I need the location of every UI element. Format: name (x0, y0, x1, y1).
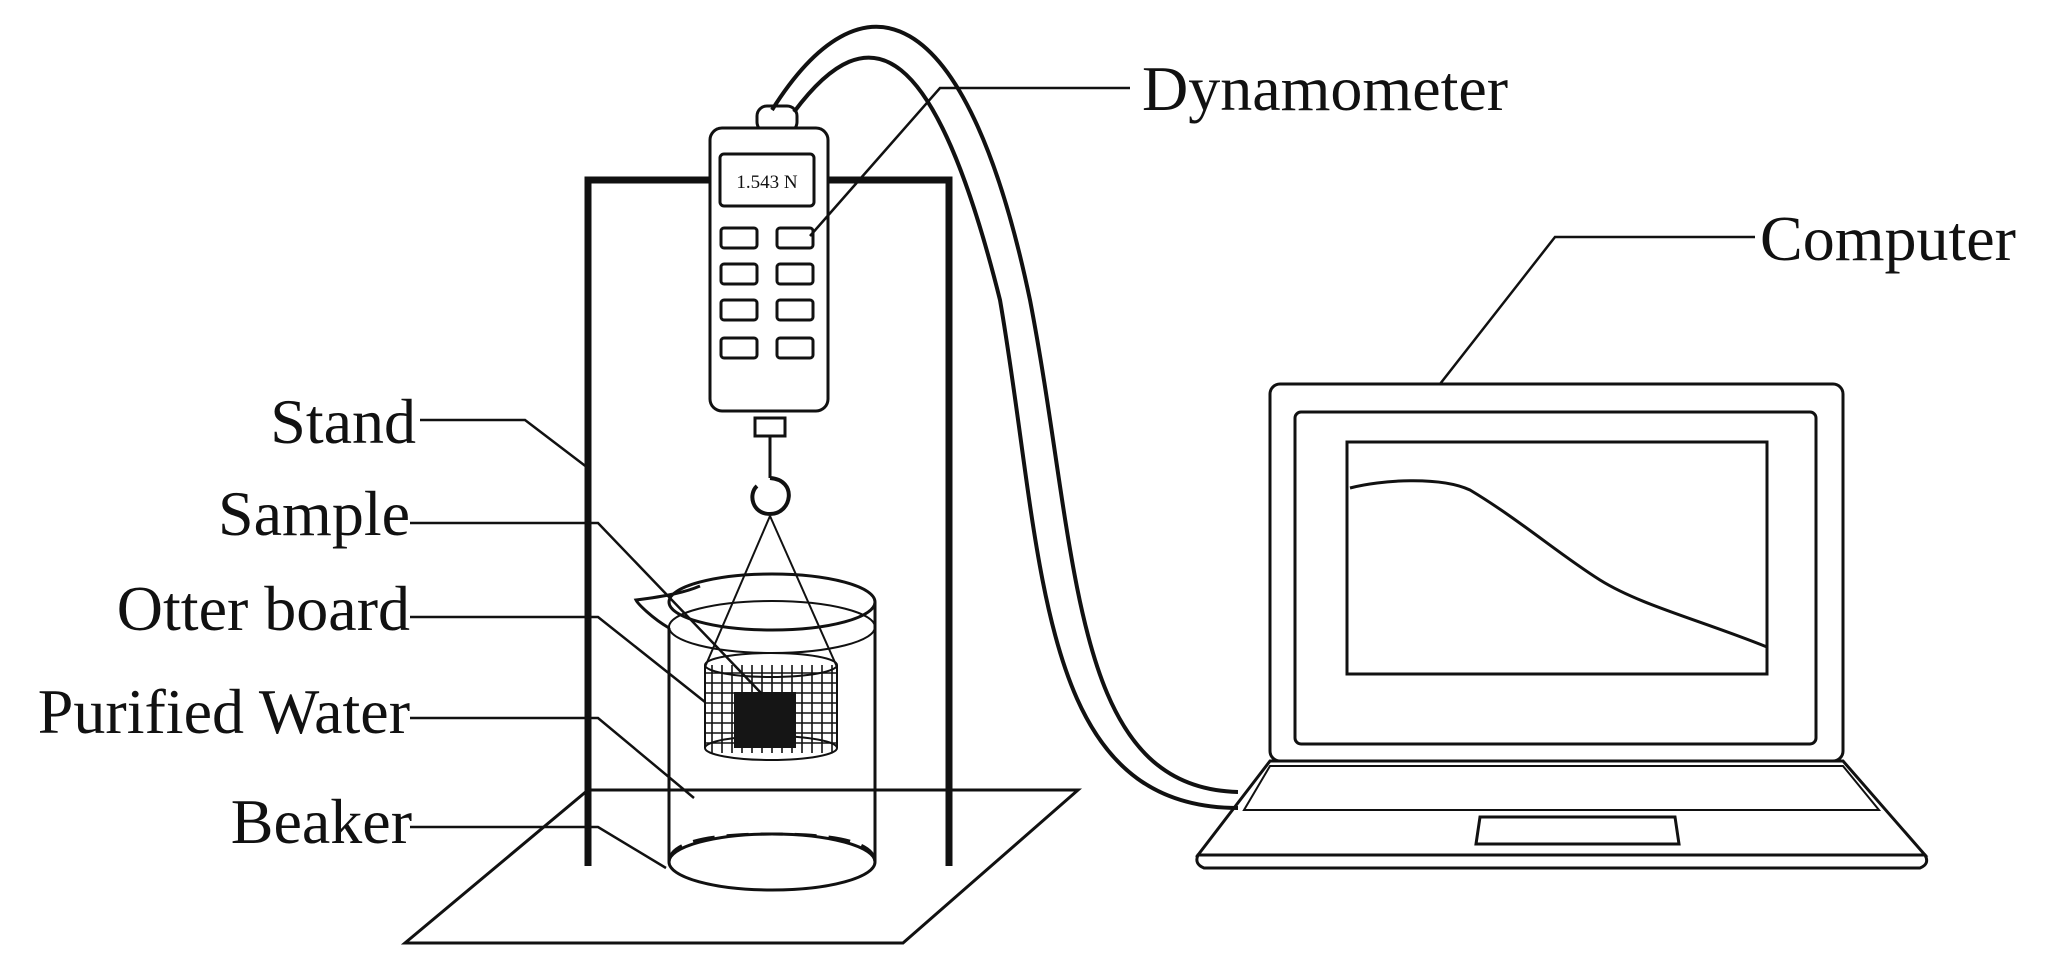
leader-otter-board (410, 615, 706, 703)
leader-sample (410, 521, 763, 695)
leader-beaker (410, 825, 667, 870)
label-otter-board: Otter board (117, 573, 410, 644)
suspension-strings (704, 515, 838, 668)
dynamometer-display (718, 152, 816, 208)
label-dynamometer: Dynamometer (1142, 53, 1508, 124)
label-beaker: Beaker (231, 786, 412, 857)
leader-computer (1439, 235, 1755, 385)
screen-curve (1349, 479, 1768, 649)
label-stand: Stand (270, 386, 416, 457)
dynamometer-hook (750, 416, 791, 517)
dynamometer-buttons (719, 226, 815, 360)
dynamometer-reading: 1.543 N (736, 172, 798, 193)
beaker (633, 572, 877, 892)
base-plate (400, 788, 1082, 945)
leader-dynamometer (809, 86, 1130, 237)
leader-lines (410, 86, 1755, 870)
computer (1194, 382, 1929, 870)
label-purified-water: Purified Water (38, 676, 410, 747)
dynamometer: 1.543 N (708, 104, 830, 413)
label-sample: Sample (218, 478, 410, 549)
label-computer: Computer (1760, 203, 2016, 274)
sample-block (734, 692, 796, 748)
connection-cable (770, 25, 1239, 810)
leader-stand (420, 418, 589, 469)
leader-purified-water (410, 716, 695, 799)
